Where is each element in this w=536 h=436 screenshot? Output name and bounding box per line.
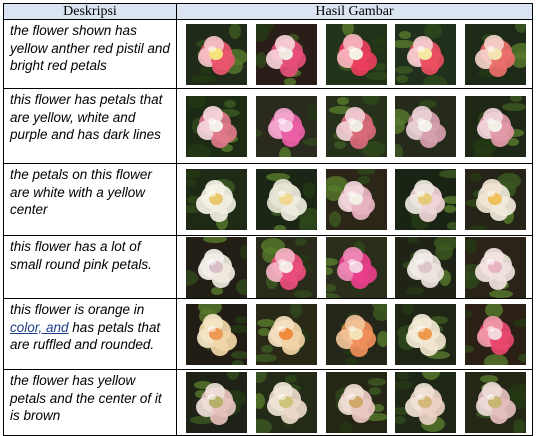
generated-flower-image [395, 303, 457, 365]
table-row: this flower is orange in color, and has … [3, 298, 533, 370]
generated-flower-image [395, 169, 457, 230]
generated-flower-image [186, 372, 247, 433]
generated-flower-image [255, 23, 317, 85]
generated-flower-image [255, 236, 317, 298]
generated-flower-image [325, 236, 387, 298]
generated-flower-image [325, 169, 387, 230]
generated-flower-image [186, 23, 247, 85]
generated-flower-image [186, 169, 247, 230]
generated-flower-image [186, 236, 247, 298]
images-cell [176, 19, 533, 89]
images-cell [176, 369, 533, 436]
description-cell: this flower is orange in color, and has … [3, 298, 177, 370]
generated-flower-image [395, 95, 457, 157]
generated-flower-image [465, 303, 526, 365]
generated-flower-image [325, 95, 387, 157]
description-cell: the flower has yellow petals and the cen… [3, 369, 177, 436]
header-description: Deskripsi [3, 3, 177, 20]
description-cell: the petals on this flower are white with… [3, 163, 177, 236]
description-text: this flower has a lot of small round pin… [10, 239, 152, 272]
description-text: the flower has yellow petals and the cen… [10, 373, 162, 423]
images-cell [176, 88, 533, 164]
description-cell: this flower has petals that are yellow, … [3, 88, 177, 164]
description-cell: this flower has a lot of small round pin… [3, 235, 177, 299]
table-row: the petals on this flower are white with… [3, 163, 533, 236]
description-cell: the flower shown has yellow anther red p… [3, 19, 177, 89]
generated-flower-image [395, 236, 457, 298]
generated-flower-image [395, 23, 457, 85]
images-cell [176, 298, 533, 370]
description-text: the petals on this flower are white with… [10, 167, 152, 217]
generated-flower-image [186, 303, 247, 365]
generated-flower-image [255, 169, 317, 230]
generated-flower-image [465, 236, 526, 298]
generated-flower-image [465, 23, 526, 85]
table-row: this flower has a lot of small round pin… [3, 235, 533, 299]
images-cell [176, 163, 533, 236]
generated-flower-image [255, 372, 317, 433]
generated-flower-image [325, 23, 387, 85]
table-row: the flower shown has yellow anther red p… [3, 19, 533, 89]
table-row: the flower has yellow petals and the cen… [3, 369, 533, 436]
generated-flower-image [465, 372, 526, 433]
header-images: Hasil Gambar [176, 3, 533, 20]
header-row: Deskripsi Hasil Gambar [3, 3, 533, 20]
generated-flower-image [325, 303, 387, 365]
generated-flower-image [186, 95, 247, 157]
description-text: this flower has petals that are yellow, … [10, 92, 163, 142]
generated-flower-image [465, 95, 526, 157]
generated-flower-image [395, 372, 457, 433]
generated-flower-image [255, 95, 317, 157]
description-text: this flower is orange in color, and has … [10, 302, 161, 352]
generated-flower-image [255, 303, 317, 365]
generated-flower-image [465, 169, 526, 230]
generated-flower-image [325, 372, 387, 433]
results-table: Deskripsi Hasil Gambar the flower shown … [3, 3, 533, 436]
images-cell [176, 235, 533, 299]
underlined-phrase: color, and [10, 319, 69, 335]
description-text: the flower shown has yellow anther red p… [10, 23, 170, 73]
table-row: this flower has petals that are yellow, … [3, 88, 533, 164]
